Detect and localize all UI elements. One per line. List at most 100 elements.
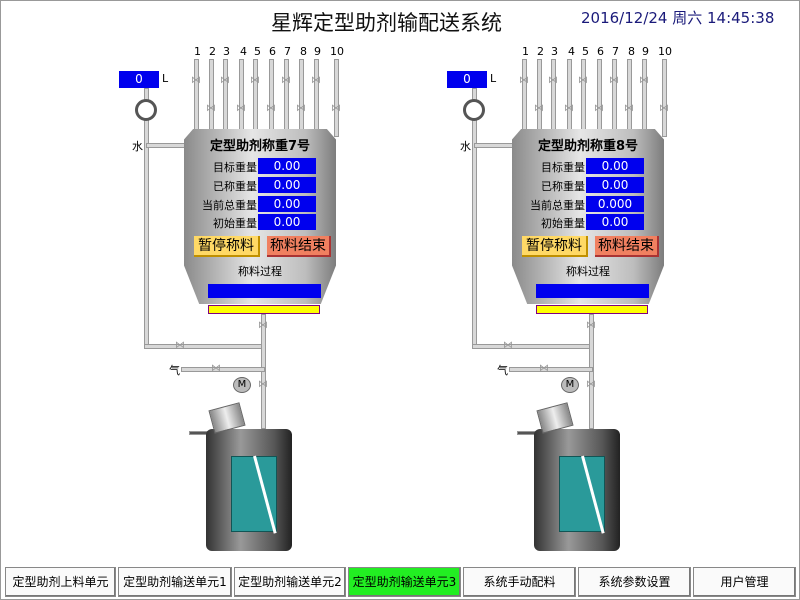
inlet-pipe (581, 59, 586, 131)
weight-value: 0.00 (258, 158, 316, 174)
inlet-pipe (269, 59, 274, 131)
inlet-number: 6 (597, 45, 604, 58)
process-label: 称料过程 (238, 265, 282, 278)
inlet-pipe (284, 59, 289, 131)
water-pipe (146, 143, 186, 148)
weight-value: 0.00 (258, 177, 316, 193)
valve-icon[interactable]: ⋈ (578, 75, 588, 86)
valve-icon[interactable]: ⋈ (624, 103, 634, 114)
valve-icon[interactable]: ⋈ (519, 75, 529, 86)
weight-value: 0.00 (258, 196, 316, 212)
valve-icon[interactable]: ⋈ (191, 75, 201, 86)
gas-label: 气 (169, 364, 180, 377)
inlet-number: 9 (314, 45, 321, 58)
valve-icon[interactable]: ⋈ (609, 75, 619, 86)
inlet-pipe (314, 59, 319, 131)
pipe (144, 88, 149, 348)
valve-icon[interactable]: ⋈ (250, 75, 260, 86)
weight-label: 已称重量 (541, 180, 585, 193)
end-weighing-button[interactable]: 称料结束 (267, 236, 331, 257)
valve-icon[interactable]: ⋈ (236, 103, 246, 114)
valve-icon[interactable]: ⋈ (175, 340, 185, 351)
level-unit: L (490, 72, 497, 85)
nav-button-7[interactable]: 用户管理 (693, 567, 796, 597)
weight-value: 0.00 (586, 158, 644, 174)
flowmeter-icon: M (233, 377, 251, 393)
inlet-pipe (299, 59, 304, 131)
weight-label: 已称重量 (213, 180, 257, 193)
nav-button-3[interactable]: 定型助剂输送单元2 (234, 567, 346, 597)
gas-pipe (509, 367, 593, 372)
valve-icon[interactable]: ⋈ (534, 103, 544, 114)
end-weighing-button[interactable]: 称料结束 (595, 236, 659, 257)
valve-icon[interactable]: ⋈ (331, 103, 341, 114)
inlet-pipe (597, 59, 602, 131)
pipe (472, 344, 594, 349)
valve-icon[interactable]: ⋈ (503, 340, 513, 351)
weight-label: 当前总重量 (202, 199, 257, 212)
gauge-icon (135, 99, 157, 121)
inlet-number: 10 (658, 45, 672, 58)
inlet-pipe (551, 59, 556, 131)
weight-label: 目标重量 (541, 161, 585, 174)
inlet-pipe (612, 59, 617, 131)
tank-title: 定型助剂称重8号 (537, 139, 639, 154)
inlet-pipe (662, 59, 667, 137)
inlet-pipe (239, 59, 244, 131)
inlet-number: 5 (254, 45, 261, 58)
valve-icon[interactable]: ⋈ (266, 103, 276, 114)
process-bar (208, 284, 321, 298)
nav-button-2[interactable]: 定型助剂输送单元1 (118, 567, 232, 597)
inlet-pipe (209, 59, 214, 131)
datetime: 2016/12/24 周六 14:45:38 (581, 9, 775, 27)
valve-icon[interactable]: ⋈ (220, 75, 230, 86)
inlet-number: 5 (582, 45, 589, 58)
pipe (144, 344, 266, 349)
inlet-number: 10 (330, 45, 344, 58)
valve-icon[interactable]: ⋈ (539, 363, 549, 374)
weight-value: 0.000 (586, 196, 644, 212)
inlet-number: 9 (642, 45, 649, 58)
inlet-number: 7 (612, 45, 619, 58)
weight-label: 初始重量 (213, 217, 257, 230)
valve-icon[interactable]: ⋈ (296, 103, 306, 114)
process-bar (536, 284, 649, 298)
valve-icon[interactable]: ⋈ (659, 103, 669, 114)
valve-icon[interactable]: ⋈ (211, 363, 221, 374)
valve-icon[interactable]: ⋈ (586, 320, 596, 331)
nav-button-1[interactable]: 定型助剂上料单元 (5, 567, 116, 597)
valve-icon[interactable]: ⋈ (258, 320, 268, 331)
pause-weighing-button[interactable]: 暂停称料 (194, 236, 260, 257)
nav-button-4[interactable]: 定型助剂输送单元3 (348, 567, 461, 597)
discharge-indicator (536, 305, 648, 314)
valve-icon[interactable]: ⋈ (258, 379, 268, 390)
discharge-indicator (208, 305, 320, 314)
nav-button-5[interactable]: 系统手动配料 (463, 567, 576, 597)
inlet-pipe (522, 59, 527, 131)
pause-weighing-button[interactable]: 暂停称料 (522, 236, 588, 257)
valve-icon[interactable]: ⋈ (594, 103, 604, 114)
inlet-number: 3 (223, 45, 230, 58)
valve-icon[interactable]: ⋈ (564, 103, 574, 114)
level-value: 0 (119, 71, 159, 88)
valve-icon[interactable]: ⋈ (206, 103, 216, 114)
inlet-pipe (627, 59, 632, 131)
tank-liquid (559, 456, 605, 532)
inlet-number: 1 (194, 45, 201, 58)
nav-button-6[interactable]: 系统参数设置 (578, 567, 691, 597)
valve-icon[interactable]: ⋈ (639, 75, 649, 86)
water-label: 水 (132, 140, 143, 153)
inlet-number: 1 (522, 45, 529, 58)
valve-icon[interactable]: ⋈ (586, 379, 596, 390)
inlet-pipe (194, 59, 199, 131)
inlet-number: 4 (240, 45, 247, 58)
inlet-pipe (223, 59, 228, 131)
weight-value: 0.00 (586, 177, 644, 193)
valve-icon[interactable]: ⋈ (548, 75, 558, 86)
inlet-number: 2 (209, 45, 216, 58)
valve-icon[interactable]: ⋈ (311, 75, 321, 86)
valve-icon[interactable]: ⋈ (281, 75, 291, 86)
water-pipe (474, 143, 514, 148)
